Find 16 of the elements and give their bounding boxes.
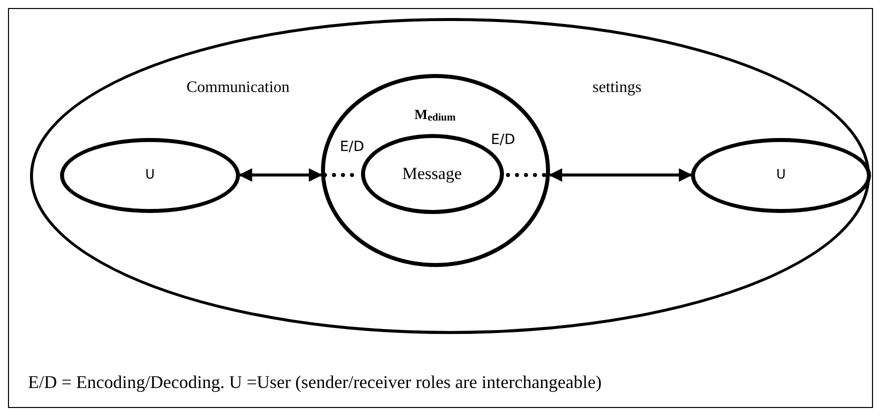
double-arrow [548, 168, 692, 182]
double-arrow [238, 168, 322, 182]
node-label: U [776, 168, 786, 182]
node-label: settings [592, 79, 642, 97]
node-label: U [145, 168, 155, 182]
ellipse [60, 138, 240, 213]
ellipse [691, 138, 871, 213]
dotted-line [506, 173, 548, 177]
node-label: Communication [186, 79, 290, 97]
node-label: Message [402, 164, 462, 184]
node-label: M$_{edium}$ [414, 108, 456, 124]
ed-label: E/D [490, 132, 516, 148]
ellipse [321, 74, 550, 267]
caption: E/D = Encoding/Decoding. U =User (sender/receiver roles are interchangeable) [28, 372, 602, 393]
ed-label: E/D [340, 139, 364, 155]
ellipse [30, 18, 870, 334]
